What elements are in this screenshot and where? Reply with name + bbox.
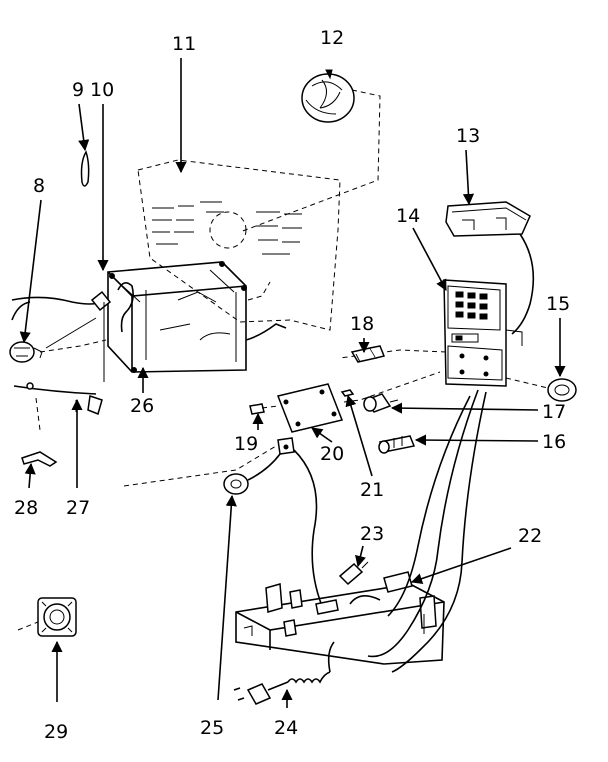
callout-leader-20 [311, 427, 333, 443]
callout-22: 22 [518, 525, 542, 547]
grommet-dashed-link [505, 377, 549, 389]
callout-9: 9 [72, 79, 84, 101]
callout-18: 18 [350, 313, 374, 335]
callout-leader-14 [412, 227, 447, 291]
small-block-part [249, 403, 265, 415]
clip-part [21, 451, 58, 467]
socket-dashed-link [123, 445, 277, 487]
callout-24: 24 [274, 717, 298, 739]
callout-leader-21 [345, 394, 373, 477]
callout-14: 14 [396, 205, 420, 227]
callout-leader-13 [462, 149, 475, 206]
callout-26: 26 [130, 395, 154, 417]
latch-strip-part [80, 150, 90, 187]
washer-part [340, 389, 355, 397]
base-chassis-part [235, 389, 487, 673]
socket-part [223, 437, 323, 607]
callout-16: 16 [542, 431, 566, 453]
fan-motor-part [301, 69, 355, 123]
callout-10: 10 [90, 79, 114, 101]
callout-28: 28 [14, 497, 38, 519]
callout-12: 12 [320, 27, 344, 49]
callout-leader-22 [410, 547, 512, 585]
shaft-part [378, 435, 416, 454]
callout-25: 25 [200, 717, 224, 739]
callout-15: 15 [546, 293, 570, 315]
push-button-part [350, 345, 386, 363]
board-dashed-link [339, 349, 447, 359]
callout-leader-23 [355, 545, 366, 568]
callout-17: 17 [542, 401, 566, 423]
callout-leader-9 [78, 103, 90, 152]
wire-harness-part [9, 290, 112, 416]
callout-leader-28 [24, 462, 36, 489]
keypad-board-part [443, 279, 523, 387]
callout-8: 8 [33, 175, 45, 197]
fuse-part [338, 561, 369, 586]
fitting-dashed-link [17, 621, 39, 631]
callout-19: 19 [234, 433, 258, 455]
callout-21: 21 [360, 479, 384, 501]
top-bracket-part [445, 201, 535, 335]
power-plug-part [233, 641, 335, 705]
block-dashed-link [261, 405, 279, 409]
callout-27: 27 [66, 497, 90, 519]
callout-11: 11 [172, 33, 196, 55]
callout-23: 23 [360, 523, 384, 545]
square-fitting-part [37, 597, 77, 637]
callout-20: 20 [320, 443, 344, 465]
cabinet-box-part [107, 261, 287, 373]
harness-dashed-link [39, 339, 107, 353]
cabinet-dashed-link [247, 281, 271, 301]
callout-29: 29 [44, 721, 68, 743]
knob-part [363, 393, 399, 413]
callout-leader-17 [390, 402, 539, 414]
callout-leader-25 [217, 494, 237, 701]
callout-13: 13 [456, 125, 480, 147]
grommet-part [547, 378, 577, 402]
callout-leader-8 [19, 199, 42, 344]
circuit-plate-part [276, 383, 344, 433]
plate-dashed-link [343, 371, 441, 403]
control-panel-part [137, 159, 341, 331]
harness-lower-dashed [35, 397, 77, 431]
